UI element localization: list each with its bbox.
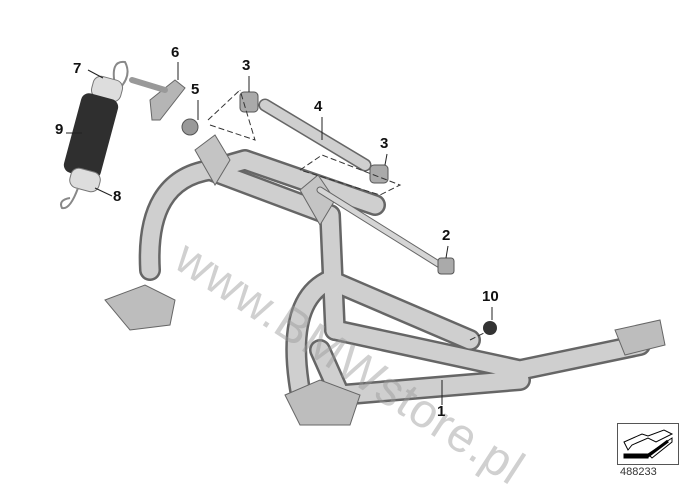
plate: [149, 79, 186, 121]
callout-9[interactable]: 9: [55, 121, 64, 138]
bushing-upper: [239, 91, 259, 113]
screw: [483, 321, 497, 335]
diagram-reference-number: 488233: [620, 466, 657, 478]
callout-6[interactable]: 6: [171, 44, 180, 61]
callout-8[interactable]: 8: [113, 188, 122, 205]
spring: [60, 60, 129, 210]
foot-lever-pad: [614, 319, 666, 356]
callout-7[interactable]: 7: [73, 60, 82, 77]
callout-2[interactable]: 2: [442, 227, 451, 244]
callout-5[interactable]: 5: [191, 81, 200, 98]
left-foot: [104, 284, 176, 331]
bolt: [317, 187, 443, 268]
callout-10[interactable]: 10: [482, 288, 499, 305]
callout-3-upper[interactable]: 3: [242, 57, 251, 74]
orientation-arrow-box: [617, 423, 679, 465]
callout-4[interactable]: 4: [314, 98, 323, 115]
shaft: [260, 100, 370, 170]
pin: [129, 77, 168, 93]
direction-arrow-icon: [623, 429, 674, 459]
bracket-left: [194, 134, 231, 186]
callout-1[interactable]: 1: [437, 403, 446, 420]
bolt-head: [437, 257, 455, 275]
right-foot: [284, 379, 361, 426]
bushing-lower: [369, 164, 389, 184]
callout-3-lower[interactable]: 3: [380, 135, 389, 152]
nut: [181, 118, 199, 136]
